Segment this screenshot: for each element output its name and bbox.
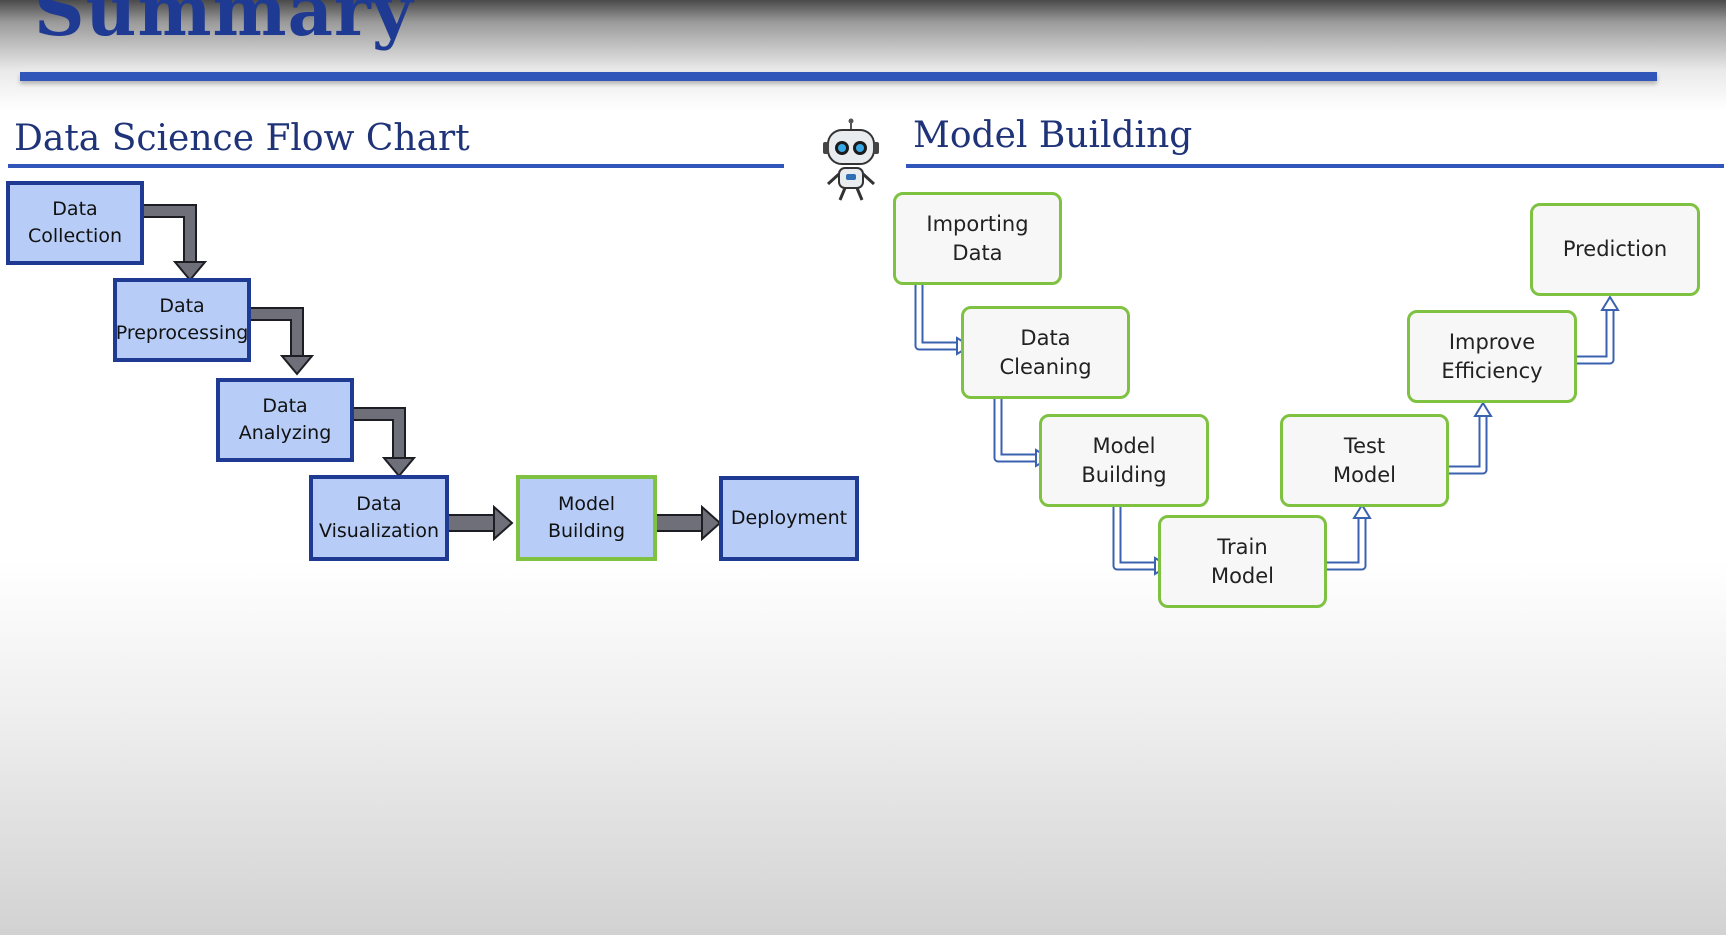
model-building-divider <box>906 164 1724 168</box>
step-model-building: Model Building <box>516 475 657 561</box>
step-data-analyzing: Data Analyzing <box>216 378 354 462</box>
mb-step-label: Importing Data <box>926 212 1029 265</box>
mb-step-label: Prediction <box>1562 237 1668 262</box>
mb-step-importing-data: Importing Data <box>893 192 1062 285</box>
mb-step-data-cleaning: Data Cleaning <box>961 306 1130 399</box>
mb-step-label: Improve Efficiency <box>1441 330 1543 383</box>
step-deployment: Deployment <box>719 476 859 561</box>
mb-step-improve-efficiency: Improve Efficiency <box>1407 310 1577 403</box>
right-connector-1 <box>914 284 957 351</box>
mb-step-prediction: Prediction <box>1530 203 1700 296</box>
left-connector-2 <box>251 307 315 376</box>
left-connector-1 <box>144 204 208 282</box>
step-data-preprocessing: Data Preprocessing <box>113 278 251 362</box>
page-title: Summary <box>34 0 414 52</box>
step-label: Data Analyzing <box>238 395 332 444</box>
step-label: Deployment <box>730 507 848 530</box>
flow-chart-divider <box>8 164 784 168</box>
left-connector-3 <box>354 407 417 478</box>
flow-chart-heading: Data Science Flow Chart <box>14 118 470 159</box>
step-label: Data Preprocessing <box>115 295 249 344</box>
model-building-heading: Model Building <box>913 115 1193 156</box>
step-label: Model Building <box>547 493 626 542</box>
mb-step-label: Data Cleaning <box>999 326 1092 379</box>
mb-step-label: Model Building <box>1081 434 1167 487</box>
mb-step-label: Test Model <box>1332 434 1397 487</box>
step-label: Data Collection <box>28 198 122 247</box>
step-data-collection: Data Collection <box>6 181 144 265</box>
step-label: Data Visualization <box>318 493 439 542</box>
title-divider <box>20 72 1657 81</box>
left-connector-4 <box>447 504 514 542</box>
mb-step-train-model: Train Model <box>1158 515 1327 608</box>
step-data-visualization: Data Visualization <box>309 475 449 561</box>
left-connector-5 <box>655 504 722 542</box>
mb-step-label: Train Model <box>1210 535 1275 588</box>
robot-icon <box>823 118 879 201</box>
mb-step-test-model: Test Model <box>1280 414 1449 507</box>
mb-step-model-building: Model Building <box>1039 414 1209 507</box>
